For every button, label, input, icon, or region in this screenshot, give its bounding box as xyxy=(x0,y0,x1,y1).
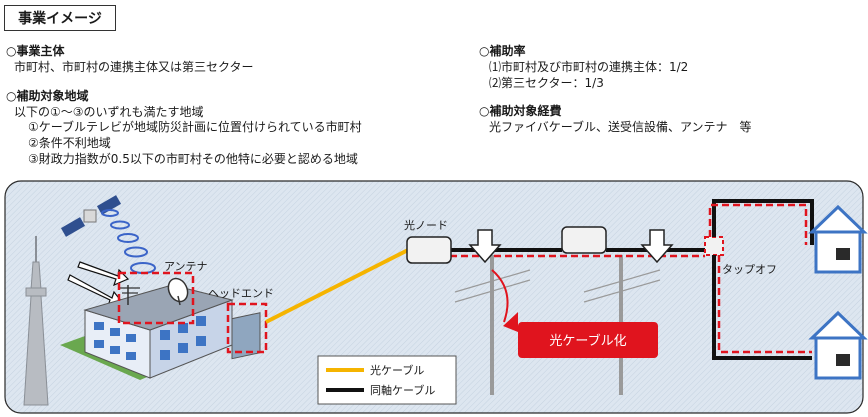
area-text: 以下の①～③のいずれも満たす地域 xyxy=(14,105,204,119)
broadcast-tower-icon xyxy=(23,236,49,406)
legend-box xyxy=(317,355,457,405)
optical-drop-upper xyxy=(708,203,808,245)
area-item-2: ②条件不利地域 xyxy=(28,136,111,150)
headend-label: ヘッドエンド xyxy=(208,287,274,300)
callout-pointer xyxy=(503,312,518,332)
house-icon xyxy=(808,310,868,380)
house-icon xyxy=(808,204,868,274)
optical-node-label: 光ノード xyxy=(404,218,448,232)
antenna-label: アンテナ xyxy=(164,260,208,273)
rate-heading: ○補助率 xyxy=(479,44,526,58)
signal-waves-icon xyxy=(101,209,156,274)
rate-item-1: ⑴市町村及び市町村の連携主体：1/2 xyxy=(489,60,689,74)
area-heading: ○補助対象地域 xyxy=(6,89,89,103)
page-title: 事業イメージ xyxy=(4,5,116,31)
area-item-1: ①ケーブルテレビが地域防災計画に位置付けられている市町村 xyxy=(28,120,362,134)
entity-text: 市町村、市町村の連携主体又は第三セクター xyxy=(14,60,254,74)
entity-heading: ○事業主体 xyxy=(6,44,65,58)
cost-text: 光ファイバケーブル、送受信設備、アンテナ 等 xyxy=(489,120,752,134)
amplifier-box xyxy=(561,226,607,254)
optical-conversion-label: 光ケーブル化 xyxy=(549,333,626,349)
legend-optical-label: 光ケーブル xyxy=(370,363,424,377)
area-item-3: ③財政力指数が0.5以下の市町村その他特に必要と認める地域 xyxy=(28,152,358,166)
tapoff-label: タップオフ xyxy=(722,263,777,276)
headend-equipment-icon xyxy=(231,312,261,360)
optical-drop-lower xyxy=(717,255,812,354)
antenna-icon xyxy=(120,277,189,306)
headend-highlight-box xyxy=(226,302,268,354)
building-icon xyxy=(60,284,260,380)
down-arrow-icon xyxy=(468,229,674,264)
legend-coaxial-label: 同軸ケーブル xyxy=(370,383,435,397)
rate-item-2: ⑵第三セクター：1/3 xyxy=(489,76,604,90)
coaxial-drop-lower xyxy=(712,255,812,360)
satellite-icon xyxy=(60,195,122,237)
optical-conversion-callout xyxy=(518,322,658,358)
antenna-highlight-box xyxy=(117,271,195,325)
cost-heading: ○補助対象経費 xyxy=(479,104,562,118)
tapoff-box xyxy=(704,236,724,256)
optical-node-box xyxy=(406,236,452,264)
coaxial-drop-upper xyxy=(712,199,814,245)
optical-cable-link xyxy=(265,248,409,324)
